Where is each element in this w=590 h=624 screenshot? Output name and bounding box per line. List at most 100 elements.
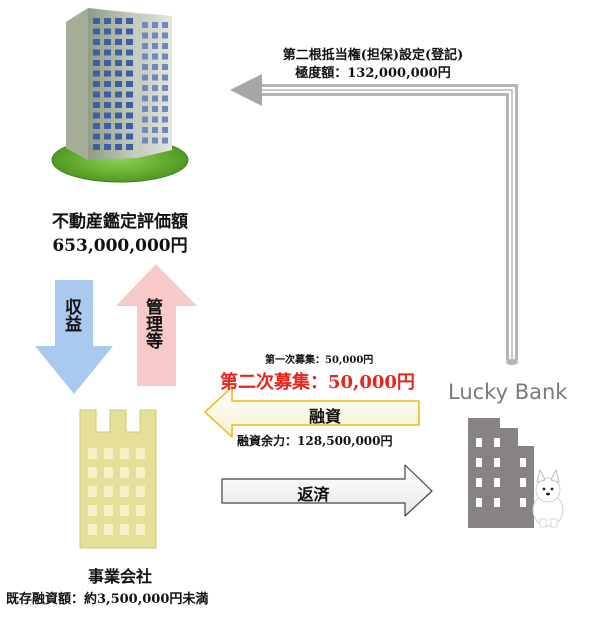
window-pane bbox=[93, 60, 100, 66]
window-pane bbox=[142, 32, 148, 39]
window-pane bbox=[126, 112, 133, 119]
window-pane bbox=[104, 81, 111, 87]
window-pane bbox=[104, 144, 111, 150]
window-pane bbox=[93, 144, 100, 150]
window-pane bbox=[104, 123, 111, 129]
window-pane bbox=[142, 64, 148, 70]
window-pane bbox=[126, 28, 133, 35]
window-pane bbox=[494, 498, 500, 507]
window-pane bbox=[104, 49, 111, 56]
lien-arrow bbox=[230, 74, 518, 365]
window-pane bbox=[152, 74, 158, 81]
window-pane bbox=[126, 123, 133, 129]
window-pane bbox=[520, 478, 526, 487]
window-pane bbox=[476, 498, 482, 507]
window-pane bbox=[115, 102, 122, 108]
property-valuation-value: 653,000,000円 bbox=[52, 236, 188, 256]
window-pane bbox=[104, 448, 113, 459]
window-pane bbox=[115, 123, 122, 129]
window-pane bbox=[152, 95, 158, 102]
window-pane bbox=[104, 28, 111, 35]
window-pane bbox=[142, 85, 148, 91]
lucky-bank-logo: Lucky Bank bbox=[448, 380, 568, 404]
window-pane bbox=[142, 22, 148, 28]
window-pane bbox=[115, 70, 122, 77]
window-pane bbox=[115, 60, 122, 66]
window-pane bbox=[520, 498, 526, 507]
dog-mascot-icon bbox=[532, 468, 564, 528]
window-pane bbox=[136, 448, 145, 459]
window-pane bbox=[162, 22, 168, 28]
window-pane bbox=[115, 39, 122, 45]
window-pane bbox=[93, 70, 100, 77]
window-pane bbox=[152, 43, 158, 49]
window-pane bbox=[136, 524, 145, 535]
window-pane bbox=[104, 18, 111, 24]
window-pane bbox=[136, 505, 145, 516]
window-pane bbox=[126, 144, 133, 150]
window-pane bbox=[126, 18, 133, 24]
window-pane bbox=[126, 133, 133, 140]
window-pane bbox=[126, 102, 133, 108]
window-pane bbox=[162, 43, 168, 49]
window-pane bbox=[104, 102, 111, 108]
window-pane bbox=[93, 28, 100, 35]
window-pane bbox=[162, 64, 168, 70]
window-pane bbox=[142, 127, 148, 133]
income-arrow bbox=[35, 280, 113, 394]
window-pane bbox=[142, 74, 148, 81]
financing-label: 融資 bbox=[308, 407, 341, 426]
window-pane bbox=[152, 127, 158, 133]
window-pane bbox=[93, 123, 100, 129]
window-pane bbox=[142, 53, 148, 60]
management-label: 管理等 bbox=[142, 298, 162, 349]
window-pane bbox=[126, 81, 133, 87]
window-pane bbox=[104, 39, 111, 45]
window-pane bbox=[476, 478, 482, 487]
window-pane bbox=[162, 95, 168, 102]
window-pane bbox=[136, 486, 145, 497]
company-label: 事業会社 bbox=[87, 567, 152, 586]
window-pane bbox=[93, 39, 100, 45]
window-pane bbox=[120, 524, 129, 535]
window-pane bbox=[152, 137, 158, 144]
window-pane bbox=[104, 133, 111, 140]
mortgage-max-amount: 極度額：132,000,000円 bbox=[295, 66, 451, 81]
window-pane bbox=[93, 91, 100, 98]
window-pane bbox=[142, 106, 148, 112]
window-pane bbox=[126, 91, 133, 98]
window-pane bbox=[104, 70, 111, 77]
window-pane bbox=[142, 95, 148, 102]
window-pane bbox=[162, 32, 168, 39]
window-pane bbox=[104, 486, 113, 497]
window-pane bbox=[93, 102, 100, 108]
window-pane bbox=[104, 91, 111, 98]
window-pane bbox=[120, 467, 129, 478]
window-pane bbox=[115, 18, 122, 24]
window-pane bbox=[162, 53, 168, 60]
window-pane bbox=[115, 133, 122, 140]
window-pane bbox=[93, 18, 100, 24]
management-arrow bbox=[116, 264, 197, 386]
window-pane bbox=[115, 81, 122, 87]
window-pane bbox=[494, 478, 500, 487]
window-pane bbox=[88, 505, 97, 516]
window-pane bbox=[520, 458, 526, 467]
mortgage-title: 第二根抵当権(担保)設定(登記) bbox=[282, 48, 464, 63]
financing-arrow bbox=[204, 386, 420, 438]
window-pane bbox=[152, 22, 158, 28]
window-pane bbox=[142, 137, 148, 144]
window-pane bbox=[115, 112, 122, 119]
office-tower-icon bbox=[51, 8, 189, 183]
window-pane bbox=[136, 467, 145, 478]
property-valuation-label: 不動産鑑定評価額 bbox=[52, 212, 188, 232]
window-pane bbox=[88, 486, 97, 497]
window-pane bbox=[120, 486, 129, 497]
repayment-label: 返済 bbox=[297, 485, 330, 504]
window-pane bbox=[104, 467, 113, 478]
window-pane bbox=[476, 438, 482, 447]
window-pane bbox=[152, 85, 158, 91]
window-pane bbox=[126, 60, 133, 66]
window-pane bbox=[115, 91, 122, 98]
